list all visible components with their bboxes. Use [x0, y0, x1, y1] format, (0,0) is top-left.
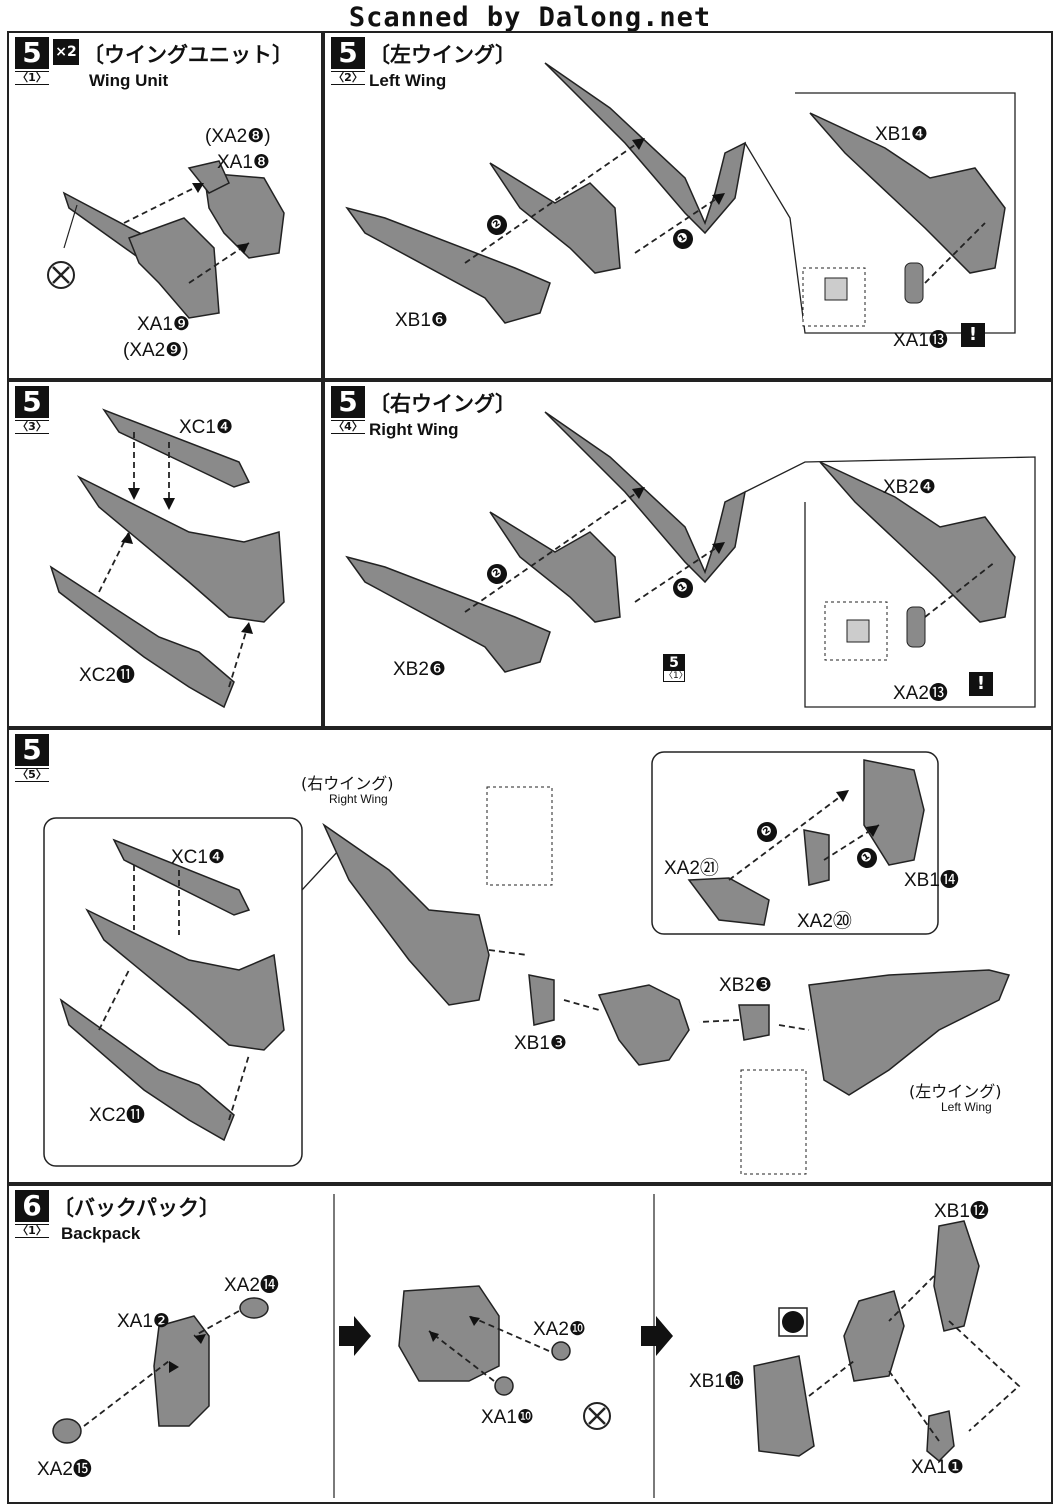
- part-label: XA1❽: [217, 152, 270, 173]
- part-label: XA2❿: [533, 1319, 586, 1340]
- part-label: XA2㉑: [664, 858, 719, 879]
- step-badge: 6 〈1〉: [15, 1190, 51, 1238]
- panel-title-en: Left Wing: [369, 71, 447, 90]
- part-label: XB1⓰: [689, 1371, 744, 1392]
- part-label: (XA2❾): [123, 340, 189, 361]
- wing-unit-illustration: [47, 160, 285, 319]
- next-step-arrow-icon: [339, 1316, 371, 1356]
- backpack-illustration: [52, 1194, 1021, 1498]
- part-label: XC1❹: [179, 417, 233, 438]
- panel-step-5-4-right-wing: 5 〈4〉 〔右ウイング〕 Right Wing ❷ ❶ 5 〈1〉 XB2❻ …: [323, 380, 1053, 728]
- right-wing-illustration: [345, 411, 1036, 708]
- wing-blade-illustration: [49, 408, 285, 709]
- caution-icon: !: [961, 323, 985, 347]
- step-badge: 5 〈5〉: [15, 734, 51, 782]
- paint-color-icon: [778, 1307, 808, 1337]
- panel-step-6-1-backpack: 6 〈1〉 〔バックパック〕 Backpack XA2⓮ XA1❷ XA2⓯ X…: [7, 1184, 1053, 1504]
- part-label: XA1❾: [137, 314, 190, 335]
- part-label: XB1⓮: [904, 870, 959, 891]
- part-label: (XA2❽): [205, 126, 271, 147]
- part-label: XB1❻: [395, 310, 448, 331]
- right-wing-callout-jp: (右ウイング): [301, 774, 394, 793]
- cut-gate-icon: [583, 1402, 611, 1430]
- panel-title-jp: 〔左ウイング〕: [369, 43, 516, 67]
- caution-icon: !: [969, 672, 993, 696]
- panel-title-jp: 〔右ウイング〕: [369, 392, 516, 416]
- panel-title-en: Wing Unit: [89, 71, 169, 90]
- step-reference: 5 〈1〉: [663, 654, 688, 682]
- next-step-arrow-icon: [641, 1316, 673, 1356]
- panel-step-5-3: 5 〈3〉 XC1❹ XC2⓫: [7, 380, 323, 728]
- part-label: XC1❹: [171, 847, 225, 868]
- left-wing-callout-en: Left Wing: [941, 1100, 992, 1114]
- step-badge: 5 〈1〉: [15, 37, 51, 85]
- part-label: XA2⓮: [224, 1275, 279, 1296]
- left-wing-illustration: [345, 62, 1016, 334]
- part-label: XA1❷: [117, 1311, 170, 1332]
- part-label: XB1❹: [875, 124, 928, 145]
- part-label: XC2⓫: [79, 665, 135, 686]
- part-label: XB2❹: [883, 477, 936, 498]
- step-badge: 5 〈4〉: [331, 386, 367, 434]
- left-wing-callout-jp: (左ウイング): [909, 1082, 1002, 1101]
- step-badge: 5 〈3〉: [15, 386, 51, 434]
- panel-step-5-1-wing-unit: 5 〈1〉 ×2 〔ウイングユニット〕 Wing Unit (XA2❽) XA1…: [7, 31, 323, 380]
- panel-title-jp: 〔バックパック〕: [53, 1196, 220, 1220]
- part-label: XB1❸: [514, 1033, 567, 1054]
- part-label: XA2⓭: [893, 683, 948, 704]
- step-badge: 5 〈2〉: [331, 37, 367, 85]
- cut-gate-icon: [47, 261, 75, 289]
- part-label: XA2⓯: [37, 1459, 92, 1480]
- part-label: XB2❸: [719, 975, 772, 996]
- panel-title-jp: 〔ウイングユニット〕: [83, 43, 293, 67]
- panel-step-5-2-left-wing: 5 〈2〉 〔左ウイング〕 Left Wing ❷ ❶ XB1❻ XB1❹ XA…: [323, 31, 1053, 380]
- wing-assembly-illustration: [43, 751, 1011, 1175]
- part-label: XA2⑳: [797, 911, 852, 932]
- part-label: XA1❶: [911, 1457, 964, 1478]
- panel-title-en: Right Wing: [369, 420, 459, 439]
- right-wing-callout-en: Right Wing: [329, 792, 388, 806]
- quantity-multiplier: ×2: [53, 39, 79, 65]
- scan-watermark: Scanned by Dalong.net: [0, 0, 1060, 36]
- part-label: XB2❻: [393, 659, 446, 680]
- part-label: XB1⓬: [934, 1201, 989, 1222]
- panel-step-5-5-wing-assembly: 5 〈5〉 (右ウイング) Right Wing (左ウイング) Left Wi…: [7, 728, 1053, 1184]
- panel-title-en: Backpack: [61, 1224, 141, 1243]
- part-label: XA1⓭: [893, 330, 948, 351]
- part-label: XA1❿: [481, 1407, 534, 1428]
- part-label: XC2⓫: [89, 1105, 145, 1126]
